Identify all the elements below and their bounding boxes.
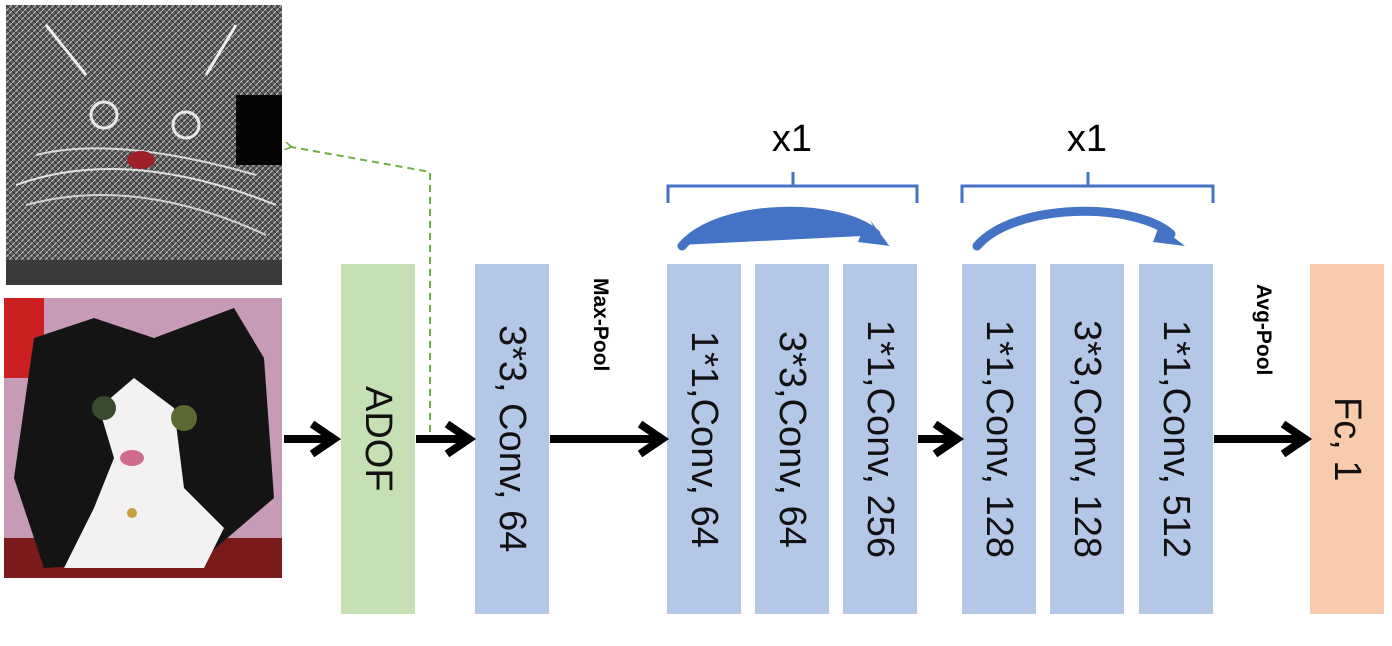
stage2-conv-b: 3*3,Conv, 128 [1050, 264, 1124, 614]
stage1-brace [666, 172, 919, 203]
stage1-conv-a-label: 1*1,Conv, 64 [683, 330, 725, 548]
stage2-conv-b-label: 3*3,Conv, 128 [1066, 319, 1108, 559]
stage2-conv-c: 1*1,Conv, 512 [1139, 264, 1213, 614]
arrow-stage2-to-fc [1214, 420, 1313, 458]
conv1-block: 3*3, Conv, 64 [475, 264, 549, 614]
filtered-kitten-image [6, 5, 282, 285]
stage1-conv-c: 1*1,Conv, 256 [843, 264, 917, 614]
kitten-photo [4, 298, 282, 578]
stage1-conv-a: 1*1,Conv, 64 [667, 264, 741, 614]
conv1-label: 3*3, Conv, 64 [491, 325, 533, 553]
fc-label: Fc, 1 [1326, 396, 1368, 482]
arrow-stage1-to-stage2 [918, 420, 965, 458]
arrow-adof-to-conv1 [416, 420, 477, 458]
stage2-conv-a: 1*1,Conv, 128 [962, 264, 1036, 614]
adof-block: ADOF [341, 264, 415, 614]
stage1-conv-b-label: 3*3,Conv, 64 [771, 330, 813, 548]
stage1-repeat-label: x1 [771, 118, 813, 160]
stage1-skip-arrow [677, 206, 890, 251]
filtered-kitten-icon [6, 5, 282, 285]
stage1-conv-b: 3*3,Conv, 64 [755, 264, 829, 614]
adof-label: ADOF [357, 386, 399, 492]
stage2-conv-c-label: 1*1,Conv, 512 [1155, 319, 1197, 559]
stage2-repeat-label: x1 [1066, 118, 1108, 160]
maxpool-label: Max-Pool [589, 278, 612, 372]
kitten-photo-icon [4, 298, 282, 578]
stage2-brace [960, 172, 1215, 203]
arrow-conv1-to-stage1 [550, 420, 670, 458]
arrow-image-to-adof [284, 420, 342, 458]
stage2-conv-a-label: 1*1,Conv, 128 [978, 319, 1020, 559]
fc-block: Fc, 1 [1310, 264, 1384, 614]
stage2-skip-arrow [972, 206, 1185, 251]
avgpool-label: Avg-Pool [1252, 284, 1275, 376]
stage1-conv-c-label: 1*1,Conv, 256 [859, 319, 901, 559]
